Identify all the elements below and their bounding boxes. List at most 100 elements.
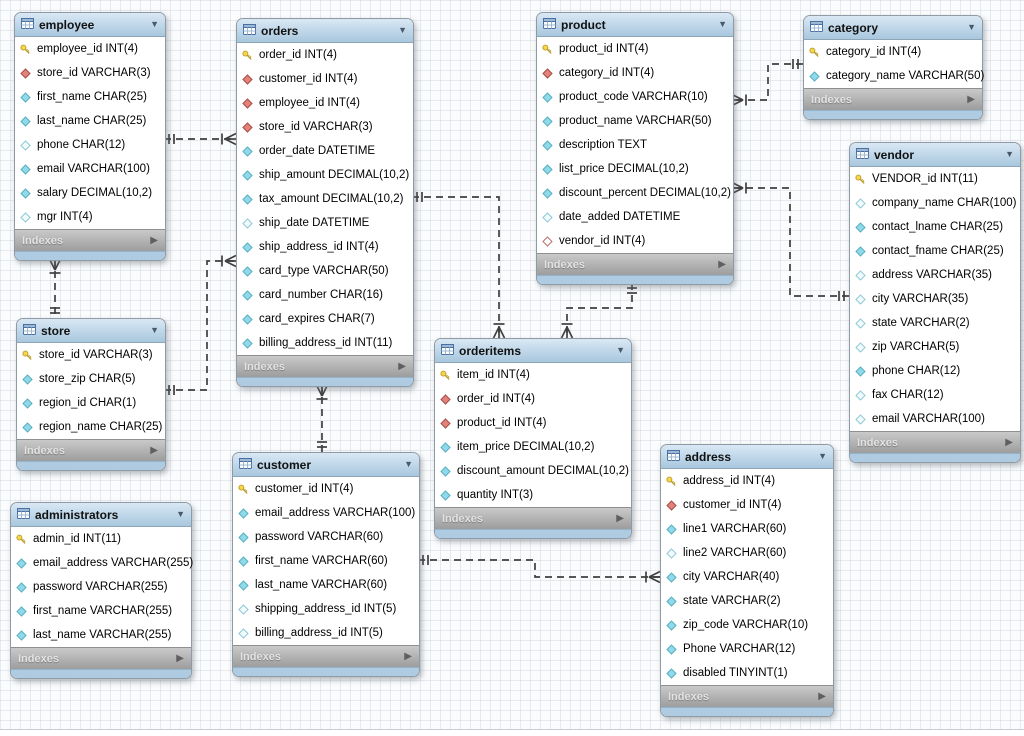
field-orderitems-2[interactable]: product_id INT(4) [435,411,631,435]
table-header[interactable]: category▼ [804,16,982,40]
indexes-row[interactable]: Indexes▶ [537,253,733,275]
indexes-row[interactable]: Indexes▶ [237,355,413,377]
field-vendor-2[interactable]: contact_lname CHAR(25) [850,215,1020,239]
table-header[interactable]: customer▼ [233,453,419,477]
field-vendor-7[interactable]: zip VARCHAR(5) [850,335,1020,359]
field-customer-0[interactable]: customer_id INT(4) [233,477,419,501]
field-address-8[interactable]: disabled TINYINT(1) [661,661,833,685]
collapse-arrow-icon[interactable]: ▼ [404,459,413,469]
table-header[interactable]: administrators▼ [11,503,191,527]
field-employee-7[interactable]: mgr INT(4) [15,205,165,229]
connector-store-orders[interactable] [164,254,237,396]
field-product-1[interactable]: category_id INT(4) [537,61,733,85]
field-orders-8[interactable]: ship_address_id INT(4) [237,235,413,259]
field-store-1[interactable]: store_zip CHAR(5) [17,367,165,391]
indexes-row[interactable]: Indexes▶ [233,645,419,667]
field-vendor-3[interactable]: contact_fname CHAR(25) [850,239,1020,263]
indexes-row[interactable]: Indexes▶ [850,431,1020,453]
indexes-row[interactable]: Indexes▶ [15,229,165,251]
field-employee-1[interactable]: store_id VARCHAR(3) [15,61,165,85]
field-vendor-8[interactable]: phone CHAR(12) [850,359,1020,383]
field-product-4[interactable]: description TEXT [537,133,733,157]
field-vendor-1[interactable]: company_name CHAR(100) [850,191,1020,215]
field-product-2[interactable]: product_code VARCHAR(10) [537,85,733,109]
table-orderitems[interactable]: orderitems▼item_id INT(4)order_id INT(4)… [434,338,632,539]
collapse-arrow-icon[interactable]: ▼ [150,19,159,29]
field-customer-6[interactable]: billing_address_id INT(5) [233,621,419,645]
field-customer-5[interactable]: shipping_address_id INT(5) [233,597,419,621]
connector-customer-address[interactable] [418,555,661,584]
collapse-arrow-icon[interactable]: ▼ [616,345,625,355]
field-product-5[interactable]: list_price DECIMAL(10,2) [537,157,733,181]
table-customer[interactable]: customer▼customer_id INT(4)email_address… [232,452,420,677]
field-customer-1[interactable]: email_address VARCHAR(100) [233,501,419,525]
field-administrators-4[interactable]: last_name VARCHAR(255) [11,623,191,647]
field-orderitems-4[interactable]: discount_amount DECIMAL(10,2) [435,459,631,483]
table-header[interactable]: vendor▼ [850,143,1020,167]
indexes-row[interactable]: Indexes▶ [17,439,165,461]
table-orders[interactable]: orders▼order_id INT(4)customer_id INT(4)… [236,18,414,387]
field-address-5[interactable]: state VARCHAR(2) [661,589,833,613]
expand-arrow-icon[interactable]: ▶ [718,258,726,270]
field-orders-7[interactable]: ship_date DATETIME [237,211,413,235]
field-administrators-1[interactable]: email_address VARCHAR(255) [11,551,193,575]
field-category-1[interactable]: category_name VARCHAR(50) [804,64,984,88]
expand-arrow-icon[interactable]: ▶ [818,690,826,702]
field-orderitems-0[interactable]: item_id INT(4) [435,363,631,387]
field-orders-3[interactable]: store_id VARCHAR(3) [237,115,413,139]
table-category[interactable]: category▼category_id INT(4)category_name… [803,15,984,120]
expand-arrow-icon[interactable]: ▶ [404,650,412,662]
connector-category-product[interactable] [731,59,803,107]
field-orders-4[interactable]: order_date DATETIME [237,139,413,163]
connector-vendor-product[interactable] [731,181,849,302]
field-product-7[interactable]: date_added DATETIME [537,205,733,229]
indexes-row[interactable]: Indexes▶ [804,88,982,110]
field-address-0[interactable]: address_id INT(4) [661,469,833,493]
field-customer-4[interactable]: last_name VARCHAR(60) [233,573,419,597]
field-employee-2[interactable]: first_name CHAR(25) [15,85,165,109]
table-header[interactable]: product▼ [537,13,733,37]
table-header[interactable]: orders▼ [237,19,413,43]
field-product-6[interactable]: discount_percent DECIMAL(10,2) [537,181,733,205]
field-employee-3[interactable]: last_name CHAR(25) [15,109,165,133]
indexes-row[interactable]: Indexes▶ [435,507,631,529]
table-header[interactable]: employee▼ [15,13,165,37]
expand-arrow-icon[interactable]: ▶ [1005,436,1013,448]
table-administrators[interactable]: administrators▼admin_id INT(11)email_add… [10,502,193,679]
table-store[interactable]: store▼store_id VARCHAR(3)store_zip CHAR(… [16,318,166,471]
connector-orders-customer[interactable] [315,384,329,452]
expand-arrow-icon[interactable]: ▶ [967,93,975,105]
field-orders-0[interactable]: order_id INT(4) [237,43,413,67]
expand-arrow-icon[interactable]: ▶ [398,360,406,372]
field-employee-6[interactable]: salary DECIMAL(10,2) [15,181,165,205]
field-administrators-3[interactable]: first_name VARCHAR(255) [11,599,191,623]
field-vendor-4[interactable]: address VARCHAR(35) [850,263,1020,287]
field-product-0[interactable]: product_id INT(4) [537,37,733,61]
field-address-1[interactable]: customer_id INT(4) [661,493,833,517]
field-orders-9[interactable]: card_type VARCHAR(50) [237,259,413,283]
field-employee-5[interactable]: email VARCHAR(100) [15,157,165,181]
field-product-3[interactable]: product_name VARCHAR(50) [537,109,733,133]
field-orders-11[interactable]: card_expires CHAR(7) [237,307,413,331]
field-vendor-6[interactable]: state VARCHAR(2) [850,311,1020,335]
connector-employee-orders[interactable] [164,132,237,146]
field-orderitems-5[interactable]: quantity INT(3) [435,483,631,507]
table-header[interactable]: store▼ [17,319,165,343]
field-address-4[interactable]: city VARCHAR(40) [661,565,833,589]
field-customer-2[interactable]: password VARCHAR(60) [233,525,419,549]
field-orders-1[interactable]: customer_id INT(4) [237,67,413,91]
field-address-2[interactable]: line1 VARCHAR(60) [661,517,833,541]
field-product-8[interactable]: vendor_id INT(4) [537,229,733,253]
field-store-0[interactable]: store_id VARCHAR(3) [17,343,165,367]
field-vendor-0[interactable]: VENDOR_id INT(11) [850,167,1020,191]
field-vendor-10[interactable]: email VARCHAR(100) [850,407,1020,431]
field-address-3[interactable]: line2 VARCHAR(60) [661,541,833,565]
expand-arrow-icon[interactable]: ▶ [150,444,158,456]
connector-product-orderitems[interactable] [560,283,638,339]
field-vendor-9[interactable]: fax CHAR(12) [850,383,1020,407]
field-orders-10[interactable]: card_number CHAR(16) [237,283,413,307]
field-administrators-0[interactable]: admin_id INT(11) [11,527,191,551]
table-employee[interactable]: employee▼employee_id INT(4)store_id VARC… [14,12,166,261]
connector-orders-orderitems[interactable] [412,192,506,339]
